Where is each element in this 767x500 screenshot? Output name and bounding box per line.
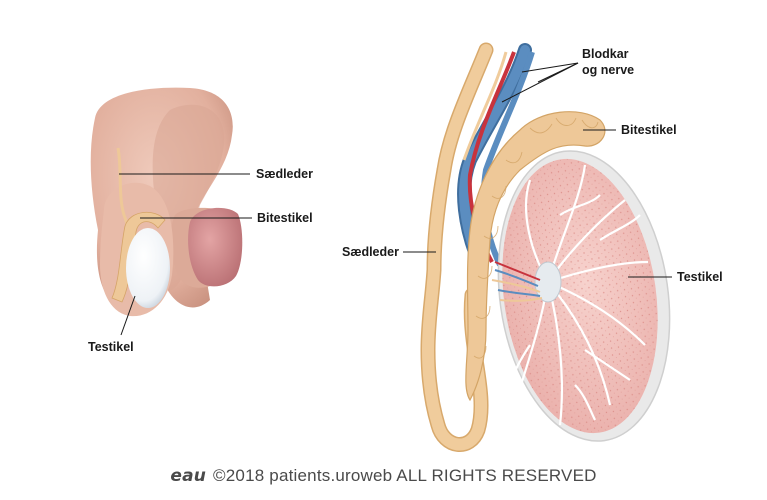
label-og-nerve: og nerve [582, 63, 634, 77]
nerve [462, 51, 508, 161]
label-testikel-left: Testikel [88, 340, 134, 354]
right-leaders [403, 62, 672, 278]
external-genitalia-illustration [90, 87, 243, 317]
copyright-text: ©2018 patients.uroweb ALL RIGHTS RESERVE… [213, 466, 597, 485]
epididymis-coils [473, 117, 599, 359]
testis-cross-section-illustration [420, 42, 671, 452]
testis-left [126, 228, 170, 308]
testis-tissue-texture [502, 158, 658, 434]
eau-logo: eau [170, 466, 207, 486]
leader-blodkar-1 [521, 62, 579, 73]
labels: Sædleder Bitestikel Testikel Blodkar og … [88, 47, 723, 354]
vein-bundle-inner [459, 45, 530, 265]
label-saedleder-left: Sædleder [256, 167, 313, 181]
left-leaders [119, 173, 252, 336]
leader-testikel-left [120, 295, 136, 336]
glans [188, 207, 243, 287]
leader-blodkar-3 [501, 62, 579, 103]
label-testikel-right: Testikel [677, 270, 723, 284]
label-bitestikel-left: Bitestikel [257, 211, 313, 225]
mediastinum [534, 261, 562, 303]
epididymis-right [465, 111, 606, 402]
epididymis-left [111, 212, 166, 303]
efferent-ducts [491, 261, 543, 302]
label-bitestikel-right: Bitestikel [621, 123, 677, 137]
label-blodkar: Blodkar [582, 47, 629, 61]
copyright-footer: eau ©2018 patients.uroweb ALL RIGHTS RES… [0, 466, 767, 486]
label-saedleder-right: Sædleder [342, 245, 399, 259]
